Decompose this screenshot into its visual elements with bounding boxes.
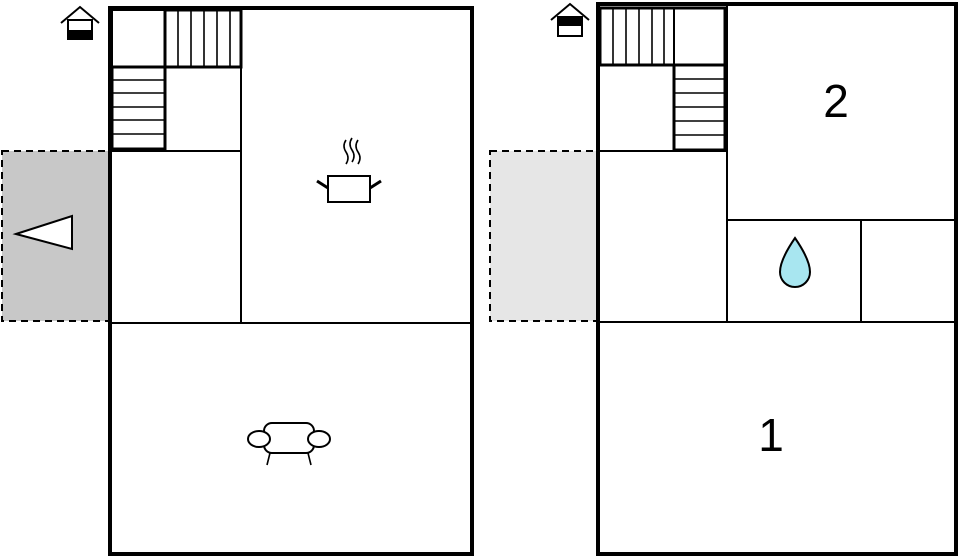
stairs-icon bbox=[110, 8, 243, 152]
ground-floor-outer-wall bbox=[108, 6, 474, 556]
room-label-bedroom-2: 2 bbox=[823, 75, 849, 127]
balcony bbox=[489, 150, 599, 322]
room-label-bedroom-1: 1 bbox=[758, 409, 784, 461]
entrance-arrow-icon bbox=[12, 214, 73, 251]
house-ground-floor-icon bbox=[60, 5, 100, 40]
upper-floor-outer-wall bbox=[596, 2, 958, 556]
stairs-icon bbox=[598, 6, 727, 152]
sofa-icon bbox=[247, 422, 331, 466]
house-upper-floor-icon bbox=[550, 2, 590, 37]
upper-floor-plan: 2 1 bbox=[489, 2, 958, 556]
ground-floor-plan bbox=[1, 5, 474, 556]
cooking-pot-icon bbox=[316, 137, 382, 203]
water-drop-icon bbox=[778, 236, 812, 288]
